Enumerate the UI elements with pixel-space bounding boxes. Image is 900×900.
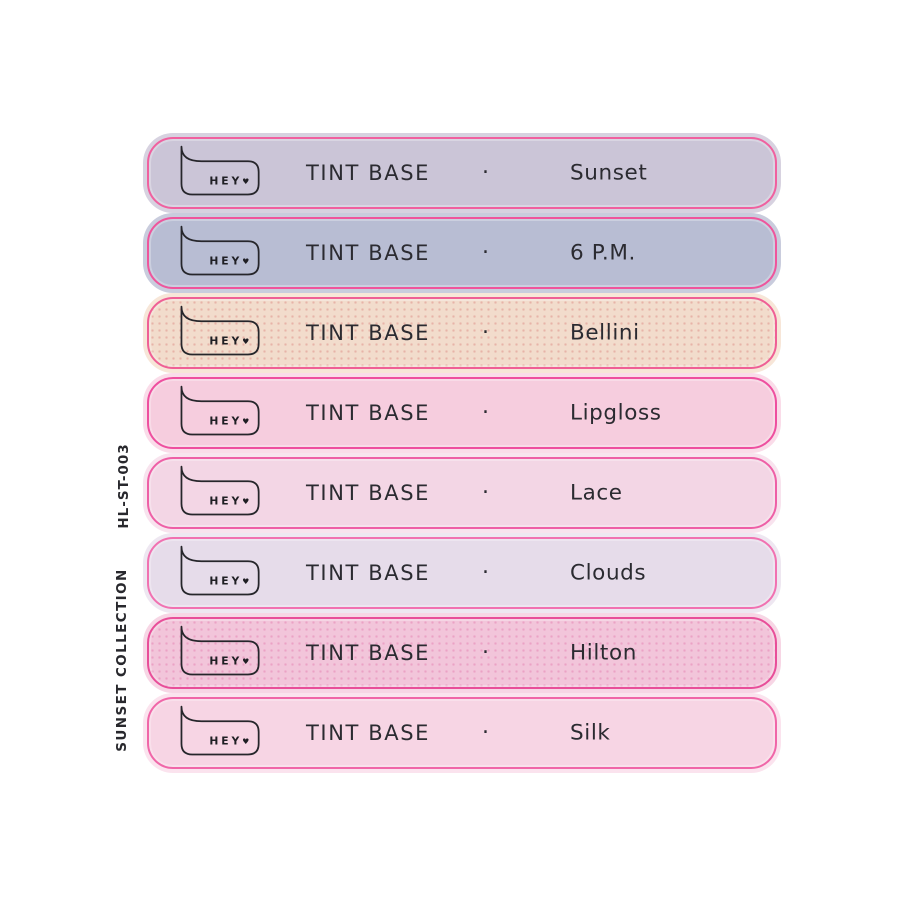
hey-speech-bubble-logo: HEY♥: [180, 625, 260, 676]
logo-text: HEY: [209, 575, 242, 588]
speech-bubble-outline-icon: [180, 705, 260, 756]
svg-text:HEY♥: HEY♥: [209, 335, 249, 348]
svg-text:HEY♥: HEY♥: [209, 655, 249, 668]
logo-text: HEY: [209, 655, 242, 668]
svg-text:HEY♥: HEY♥: [209, 175, 249, 188]
dot-separator: ·: [482, 240, 489, 266]
shade-name: Silk: [570, 720, 611, 746]
dot-separator: ·: [482, 560, 489, 586]
hey-speech-bubble-logo: HEY♥: [180, 305, 260, 356]
shade-name: Clouds: [570, 560, 647, 586]
heart-icon: ♥: [242, 737, 249, 746]
product-name: TINT BASE: [306, 721, 431, 745]
dot-separator: ·: [482, 640, 489, 666]
heart-icon: ♥: [242, 337, 249, 346]
logo-text: HEY: [209, 335, 242, 348]
shade-name: Hilton: [570, 640, 637, 666]
hey-speech-bubble-logo: HEY♥: [180, 385, 260, 436]
label-row-6pm: HEY♥ TINT BASE · 6 P.M.: [147, 217, 777, 289]
label-row-silk: HEY♥ TINT BASE · Silk: [147, 697, 777, 769]
hey-speech-bubble-logo: HEY♥: [180, 145, 260, 196]
shade-name: Lace: [570, 480, 623, 506]
label-row-clouds: HEY♥ TINT BASE · Clouds: [147, 537, 777, 609]
heart-icon: ♥: [242, 657, 249, 666]
label-row-lace: HEY♥ TINT BASE · Lace: [147, 457, 777, 529]
product-name: TINT BASE: [306, 481, 431, 505]
sku-code-vertical-label: HL-ST-003: [116, 443, 132, 529]
speech-bubble-outline-icon: [180, 625, 260, 676]
svg-text:HEY♥: HEY♥: [209, 575, 249, 588]
heart-icon: ♥: [242, 577, 249, 586]
heart-icon: ♥: [242, 417, 249, 426]
heart-icon: ♥: [242, 177, 249, 186]
product-name: TINT BASE: [306, 401, 431, 425]
heart-icon: ♥: [242, 257, 249, 266]
collection-name-vertical-label: SUNSET COLLECTION: [114, 568, 130, 752]
label-row-hilton: HEY♥ TINT BASE · Hilton: [147, 617, 777, 689]
logo-text: HEY: [209, 175, 242, 188]
product-name: TINT BASE: [306, 161, 431, 185]
hey-speech-bubble-logo: HEY♥: [180, 465, 260, 516]
logo-text: HEY: [209, 735, 242, 748]
shade-name: Sunset: [570, 160, 648, 186]
dot-separator: ·: [482, 480, 489, 506]
product-name: TINT BASE: [306, 241, 431, 265]
svg-text:HEY♥: HEY♥: [209, 255, 249, 268]
logo-text: HEY: [209, 415, 242, 428]
logo-text: HEY: [209, 255, 242, 268]
speech-bubble-outline-icon: [180, 385, 260, 436]
product-name: TINT BASE: [306, 641, 431, 665]
dot-separator: ·: [482, 720, 489, 746]
dot-separator: ·: [482, 160, 489, 186]
label-list: HEY♥ TINT BASE · Sunset HEY♥ TINT BASE ·…: [147, 137, 777, 769]
svg-text:HEY♥: HEY♥: [209, 415, 249, 428]
shade-name: Bellini: [570, 320, 640, 346]
product-name: TINT BASE: [306, 561, 431, 585]
hey-speech-bubble-logo: HEY♥: [180, 545, 260, 596]
speech-bubble-outline-icon: [180, 305, 260, 356]
logo-text: HEY: [209, 495, 242, 508]
heart-icon: ♥: [242, 497, 249, 506]
dot-separator: ·: [482, 400, 489, 426]
shade-name: 6 P.M.: [570, 240, 636, 266]
shade-name: Lipgloss: [570, 400, 662, 426]
label-row-lipgloss: HEY♥ TINT BASE · Lipgloss: [147, 377, 777, 449]
svg-text:HEY♥: HEY♥: [209, 495, 249, 508]
label-row-sunset: HEY♥ TINT BASE · Sunset: [147, 137, 777, 209]
speech-bubble-outline-icon: [180, 145, 260, 196]
hey-speech-bubble-logo: HEY♥: [180, 225, 260, 276]
svg-text:HEY♥: HEY♥: [209, 735, 249, 748]
dot-separator: ·: [482, 320, 489, 346]
hey-speech-bubble-logo: HEY♥: [180, 705, 260, 756]
speech-bubble-outline-icon: [180, 465, 260, 516]
speech-bubble-outline-icon: [180, 225, 260, 276]
speech-bubble-outline-icon: [180, 545, 260, 596]
label-row-bellini: HEY♥ TINT BASE · Bellini: [147, 297, 777, 369]
product-name: TINT BASE: [306, 321, 431, 345]
